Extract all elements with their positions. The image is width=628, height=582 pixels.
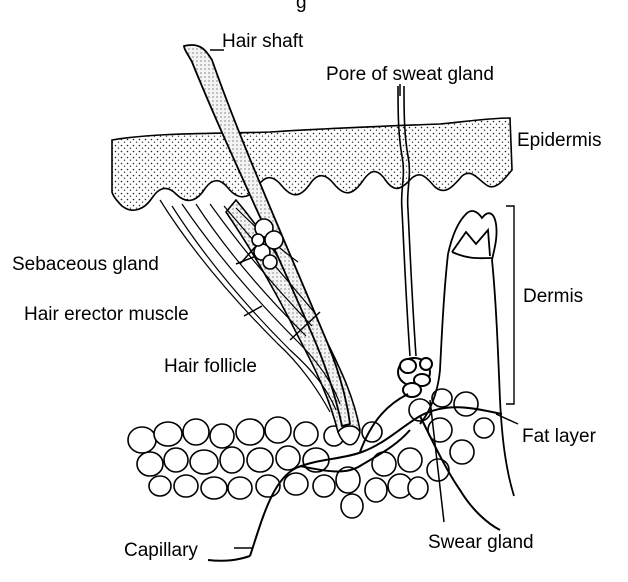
label-sebaceous-gland: Sebaceous gland — [12, 254, 159, 275]
label-hair-erector-muscle: Hair erector muscle — [24, 304, 189, 325]
label-dermis: Dermis — [523, 286, 583, 307]
label-hair-shaft: Hair shaft — [222, 31, 304, 52]
sweat-gland-coil — [398, 358, 432, 397]
dermis-bracket — [506, 206, 514, 404]
label-pore-of-sweat-gland: Pore of sweat gland — [326, 64, 494, 85]
label-capillary: Capillary — [124, 540, 198, 561]
label-sweat-gland: Swear gland — [428, 532, 534, 553]
epidermis-layer — [112, 118, 512, 210]
label-hair-follicle: Hair follicle — [164, 356, 257, 377]
caption-fragment: g — [296, 0, 307, 13]
label-fat-layer: Fat layer — [522, 426, 597, 447]
label-epidermis: Epidermis — [517, 130, 601, 151]
